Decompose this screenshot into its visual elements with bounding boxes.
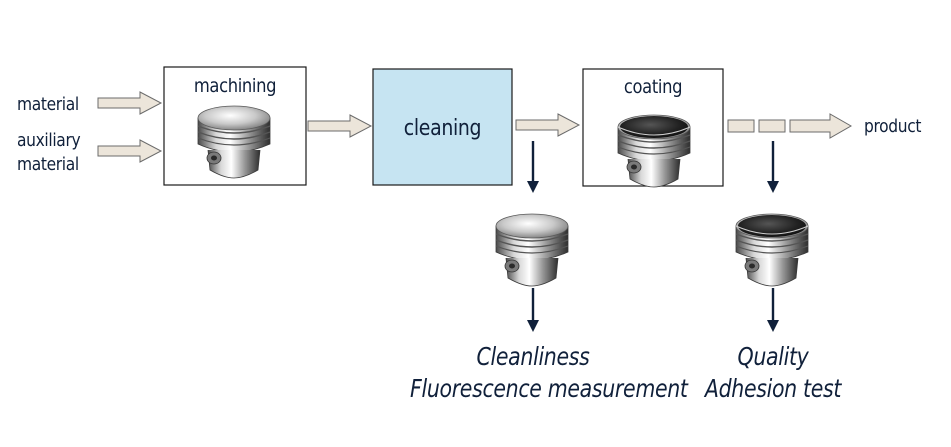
fluorescence-measurement-label: Fluorescence measurement [410,374,688,403]
coating-down-arrow-head [767,181,779,193]
machining-step-title: machining [193,75,277,97]
material-input-arrow [97,91,163,115]
coating-step-title: coating [623,76,683,98]
product-arrow-segment-1 [727,119,755,133]
product-arrow-segment-2 [758,119,786,133]
material-input-label: material [17,94,79,115]
cleaned-piston-icon [495,213,569,287]
cleaning-down-arrow-head [527,181,539,193]
cleaning-to-coating-arrow [515,113,581,137]
product-output-label: product [864,116,922,137]
product-arrow-head [789,113,853,139]
auxiliary-material-input-arrow [97,139,163,163]
coating-result-arrow-head [767,320,779,332]
adhesion-test-label: Adhesion test [704,374,842,403]
cleaning-result-arrow-head [527,320,539,332]
cleaning-step-box [372,68,513,186]
cleanliness-check-label: Cleanliness [476,342,590,371]
machining-to-cleaning-arrow [307,114,373,138]
cleaning-step-title: cleaning [403,116,482,141]
tested-coated-piston-icon [736,214,808,286]
quality-check-label: Quality [737,342,809,371]
auxiliary-input-label-line1: auxiliary [17,130,81,151]
auxiliary-input-label-line2: material [17,154,79,175]
